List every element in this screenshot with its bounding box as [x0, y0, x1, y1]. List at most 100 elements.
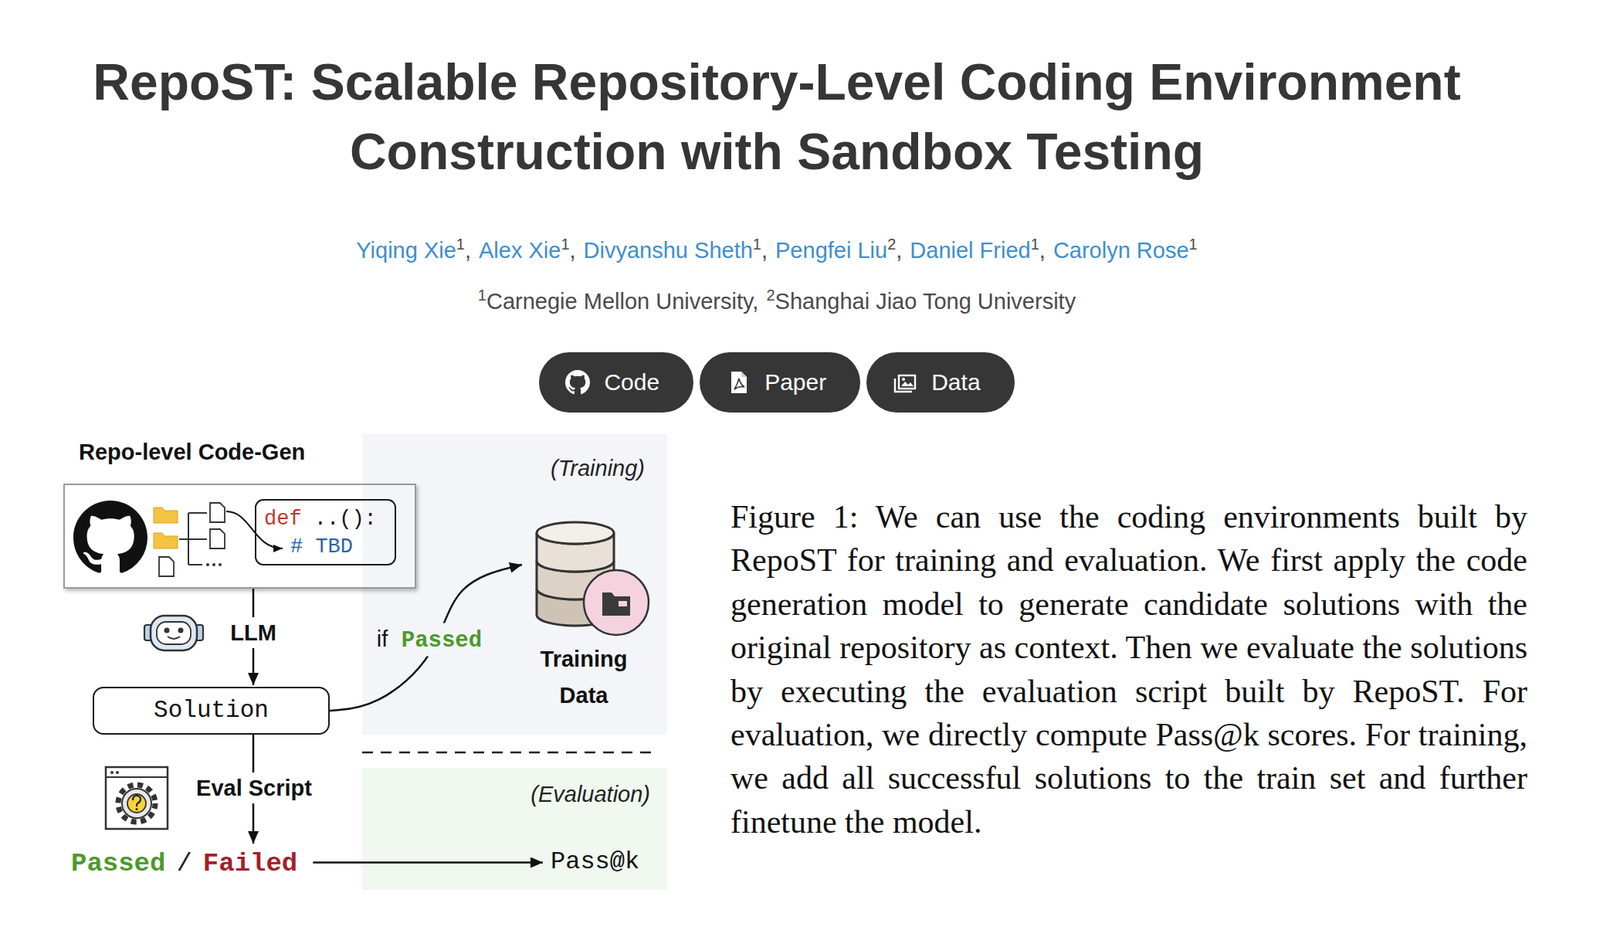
dashed-divider	[362, 751, 654, 754]
file-icon	[159, 556, 174, 577]
author-name: Yiqing Xie	[355, 237, 457, 263]
separator: ,	[464, 237, 472, 263]
affiliation-marker: 1	[752, 235, 762, 253]
node-text: Failed	[203, 847, 298, 879]
affiliation-name: Shanghai Jiao Tong University	[775, 288, 1077, 314]
result-node: Passed / Failed	[71, 844, 313, 881]
file-icon	[210, 502, 225, 523]
db-top	[536, 522, 614, 544]
window-dot	[115, 770, 119, 774]
affiliation-marker: 1	[1030, 235, 1040, 253]
node-text: Paper	[764, 368, 827, 397]
folder-glyph-tab	[618, 600, 628, 607]
image-mountain	[901, 381, 914, 387]
text-part: if	[376, 626, 389, 651]
edge-label: Eval Script	[191, 772, 317, 804]
node-text: /	[176, 847, 192, 879]
images-icon	[892, 369, 918, 395]
affiliation-marker: 1	[456, 235, 465, 253]
window-dot	[110, 770, 114, 774]
node-text: Solution	[153, 694, 269, 726]
node-text: def ..():	[264, 505, 386, 533]
author-name: Divyanshu Sheth	[583, 237, 753, 263]
page-title: RepoST: Scalable Repository-Level Coding…	[81, 47, 1472, 187]
tree-line	[188, 538, 207, 540]
github-mark	[565, 369, 590, 394]
metric-node: Pass@k	[544, 844, 646, 879]
ellipsis-dot	[206, 562, 210, 567]
folder-glyph	[602, 592, 631, 616]
folder-icon	[153, 532, 178, 549]
gear-body	[122, 788, 152, 818]
author-name: Daniel Fried	[909, 237, 1031, 263]
separator: ,	[569, 237, 577, 263]
robot-icon	[144, 615, 204, 651]
author-name: Alex Xie	[478, 237, 561, 263]
github-logo	[73, 500, 148, 573]
image-frame	[898, 375, 916, 389]
node-text: Code	[603, 368, 660, 397]
repository-box: def ..():# TBDRepo-level Code-Gen	[63, 483, 417, 589]
window-frame	[105, 766, 168, 829]
affiliation-name: Carnegie Mellon University,	[486, 288, 759, 314]
node-text: Data	[931, 368, 980, 397]
ellipsis-dot	[218, 562, 222, 567]
edge-label: LLM	[225, 616, 282, 648]
file-icon	[210, 528, 225, 549]
link-button: Data	[866, 352, 1014, 413]
question-dot	[135, 807, 138, 811]
training-panel: Training Data (Training)	[362, 433, 668, 735]
gear-teeth	[118, 784, 156, 822]
node-text: Training Data	[523, 640, 645, 714]
connector-arrow	[312, 861, 543, 864]
node-text: Pass@k	[550, 844, 640, 879]
training-data-store: Training Data	[523, 517, 645, 714]
github-mark	[73, 500, 148, 573]
solution-box: Solution	[92, 686, 330, 735]
folder-badge	[583, 569, 649, 635]
text-part: Passed	[387, 627, 482, 654]
question-mark	[132, 795, 141, 807]
text-part: ..():	[301, 507, 377, 531]
affiliation-line: 1Carnegie Mellon University,2Shanghai Ji…	[0, 285, 1554, 317]
robot-face	[156, 621, 191, 645]
eval-script-icon	[105, 766, 168, 829]
tree-line	[188, 563, 203, 566]
tree-line	[179, 538, 189, 540]
tree-line	[188, 511, 207, 514]
affiliation-marker: 1	[1189, 235, 1198, 253]
pdf-fold	[741, 371, 747, 377]
figure-caption: Figure 1: We can use the coding environm…	[730, 494, 1528, 844]
code-box: def ..():# TBD	[254, 498, 397, 566]
folder-icon	[153, 507, 178, 523]
affiliation-marker: 2	[887, 235, 896, 253]
author-name: Carolyn Rose	[1053, 237, 1190, 263]
robot-eye	[178, 627, 184, 634]
training-panel-fill	[362, 433, 668, 735]
question-badge	[127, 793, 146, 813]
node-text: (Evaluation)	[377, 778, 651, 810]
robot-mouth	[167, 636, 180, 639]
node-text: (Training)	[377, 452, 645, 484]
node-text: Passed	[71, 847, 166, 879]
link-button: Code	[538, 352, 694, 413]
ellipsis-dot	[212, 562, 216, 567]
affiliation-marker: 1	[477, 286, 487, 304]
window-bar	[105, 776, 168, 778]
text-part: def	[264, 507, 302, 531]
github-icon	[565, 369, 590, 395]
robot-head	[150, 615, 197, 651]
robot-eye	[164, 627, 170, 634]
author-line: Yiqing Xie1,Alex Xie1,Divyanshu Sheth1,P…	[0, 234, 1554, 266]
link-button: Paper	[699, 352, 861, 413]
separator: ,	[761, 237, 768, 263]
evaluation-panel-fill	[362, 767, 668, 890]
pdf-sheet	[731, 371, 747, 394]
database-icon	[536, 522, 649, 635]
author-name: Pengfei Liu	[775, 237, 888, 263]
separator: ,	[1039, 237, 1046, 263]
image-sun	[901, 377, 906, 381]
node-text: # TBD	[264, 532, 386, 561]
evaluation-panel: Pass@k (Evaluation)	[362, 767, 668, 890]
